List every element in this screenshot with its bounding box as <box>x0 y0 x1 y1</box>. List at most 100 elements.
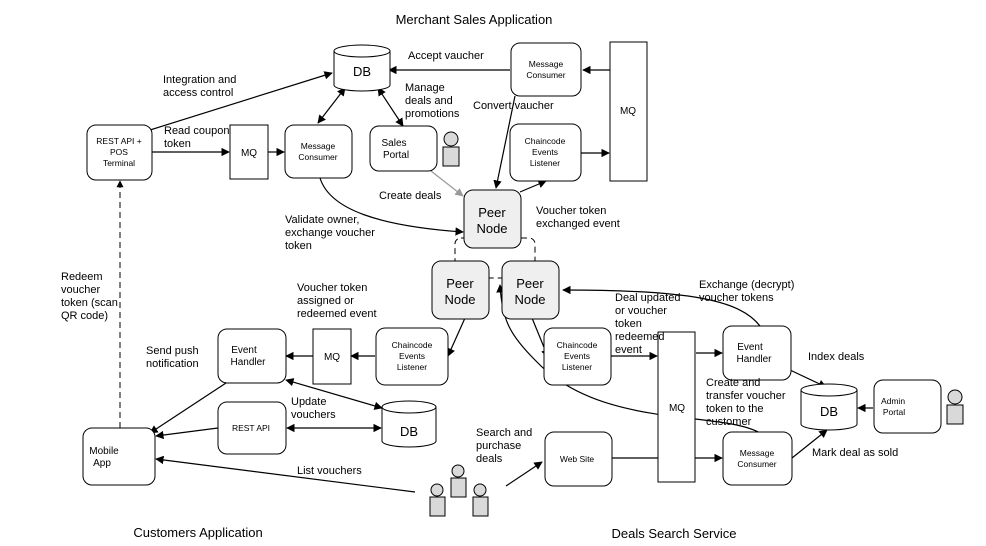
svg-text:notification: notification <box>146 358 199 370</box>
label-update-vouchers: Update vouchers <box>291 396 336 421</box>
label-mark-sold: Mark deal as sold <box>812 447 898 459</box>
svg-text:Chaincode: Chaincode <box>525 136 566 146</box>
mq-customers: MQ <box>312 328 352 385</box>
mq-deals: MQ <box>657 331 696 483</box>
label-search-purchase: Search and purchase deals <box>476 427 532 465</box>
svg-text:Admin: Admin <box>881 396 905 406</box>
svg-text:Consumer: Consumer <box>737 459 776 469</box>
svg-text:Integration and: Integration and <box>163 74 236 86</box>
mq-left: MQ <box>229 124 269 180</box>
svg-text:event: event <box>615 344 642 356</box>
svg-text:Message: Message <box>301 141 336 151</box>
svg-text:token: token <box>615 318 642 330</box>
svg-text:POS: POS <box>110 147 128 157</box>
customers-section-title: Customers Application <box>133 525 262 540</box>
svg-text:MQ: MQ <box>241 148 257 159</box>
svg-text:REST API +: REST API + <box>96 136 141 146</box>
svg-text:Node: Node <box>444 292 475 307</box>
svg-text:Validate owner,: Validate owner, <box>285 214 359 226</box>
svg-text:Sales: Sales <box>381 138 406 149</box>
svg-text:Exchange (decrypt): Exchange (decrypt) <box>699 279 794 291</box>
svg-text:exchanged event: exchanged event <box>536 218 620 230</box>
chaincode-listener-mid: Chaincode Events Listener <box>375 327 449 386</box>
svg-text:Voucher token: Voucher token <box>297 282 367 294</box>
svg-text:Peer: Peer <box>516 276 544 291</box>
svg-text:Web Site: Web Site <box>560 454 595 464</box>
svg-text:token (scan: token (scan <box>61 297 118 309</box>
db-deals: DB <box>800 383 858 431</box>
svg-text:Events: Events <box>532 147 558 157</box>
peer-node-left: Peer Node <box>431 260 490 320</box>
svg-text:DB: DB <box>400 424 418 439</box>
svg-text:Events: Events <box>564 351 590 361</box>
svg-text:token to the: token to the <box>706 403 764 415</box>
svg-text:DB: DB <box>820 404 838 419</box>
svg-text:Portal: Portal <box>383 150 409 161</box>
label-voucher-assigned: Voucher token assigned or redeemed event <box>297 282 377 320</box>
svg-text:Redeem: Redeem <box>61 271 103 283</box>
label-send-push: Send push notification <box>146 345 199 370</box>
deals-search-section-title: Deals Search Service <box>612 526 737 541</box>
svg-text:Voucher token: Voucher token <box>536 205 606 217</box>
sales-portal: Sales Portal <box>369 125 438 172</box>
svg-text:MQ: MQ <box>324 352 340 363</box>
label-exchange-decrypt: Exchange (decrypt) voucher tokens <box>699 279 794 304</box>
label-accept-voucher: Accept vaucher <box>408 50 484 62</box>
svg-text:promotions: promotions <box>405 108 460 120</box>
svg-text:QR code): QR code) <box>61 310 108 322</box>
svg-text:Listener: Listener <box>562 362 592 372</box>
svg-text:Node: Node <box>476 221 507 236</box>
label-index-deals: Index deals <box>808 351 865 363</box>
svg-text:Peer: Peer <box>478 205 506 220</box>
svg-text:Terminal: Terminal <box>103 158 135 168</box>
svg-text:purchase: purchase <box>476 440 521 452</box>
svg-text:Send push: Send push <box>146 345 199 357</box>
admin-portal: Admin Portal <box>873 379 942 434</box>
svg-text:Manage: Manage <box>405 82 445 94</box>
svg-text:Mobile: Mobile <box>89 446 119 457</box>
svg-text:Message: Message <box>740 448 775 458</box>
svg-text:REST API: REST API <box>232 423 270 433</box>
svg-text:DB: DB <box>353 64 371 79</box>
message-consumer-mid: Message Consumer <box>284 124 353 179</box>
merchant-section-title: Merchant Sales Application <box>396 12 553 27</box>
svg-text:assigned or: assigned or <box>297 295 354 307</box>
label-deal-updated: Deal updated or voucher token redeemed e… <box>615 292 680 356</box>
svg-text:Consumer: Consumer <box>526 70 565 80</box>
customers-group-icon <box>429 464 489 517</box>
svg-text:Consumer: Consumer <box>298 152 337 162</box>
rest-api-customers: REST API <box>217 401 287 455</box>
svg-text:transfer voucher: transfer voucher <box>706 390 786 402</box>
svg-text:Deal updated: Deal updated <box>615 292 680 304</box>
mobile-app: Mobile App <box>82 427 156 486</box>
chaincode-listener-deals: Chaincode Events Listener <box>543 327 612 386</box>
svg-text:Event: Event <box>737 342 763 353</box>
label-redeem: Redeem voucher token (scan QR code) <box>61 271 118 322</box>
svg-text:Listener: Listener <box>530 158 560 168</box>
label-read-coupon: Read coupon token <box>164 125 229 150</box>
svg-text:Events: Events <box>399 351 425 361</box>
label-voucher-exchanged: Voucher token exchanged event <box>536 205 620 230</box>
svg-text:Message: Message <box>529 59 564 69</box>
svg-text:customer: customer <box>706 416 752 428</box>
event-handler-deals: Event Handler <box>722 325 792 381</box>
svg-text:Node: Node <box>514 292 545 307</box>
svg-text:Chaincode: Chaincode <box>557 340 598 350</box>
event-handler-customers: Event Handler <box>217 328 287 384</box>
rest-api-pos-terminal: REST API + POS Terminal <box>86 124 153 181</box>
svg-text:token: token <box>285 240 312 252</box>
db-customers: DB <box>381 400 437 448</box>
db-top: DB <box>333 44 391 92</box>
svg-text:App: App <box>93 458 111 469</box>
svg-text:Create and: Create and <box>706 377 760 389</box>
svg-text:MQ: MQ <box>620 106 636 117</box>
label-validate-owner: Validate owner, exchange voucher token <box>285 214 375 252</box>
svg-text:voucher: voucher <box>61 284 100 296</box>
web-site: Web Site <box>544 431 613 487</box>
peer-node-top: Peer Node <box>463 189 522 249</box>
admin-user-icon <box>946 389 964 425</box>
svg-text:redeemed event: redeemed event <box>297 308 377 320</box>
label-integration: Integration and access control <box>163 74 236 99</box>
label-convert-voucher: Convert vaucher <box>473 100 554 112</box>
